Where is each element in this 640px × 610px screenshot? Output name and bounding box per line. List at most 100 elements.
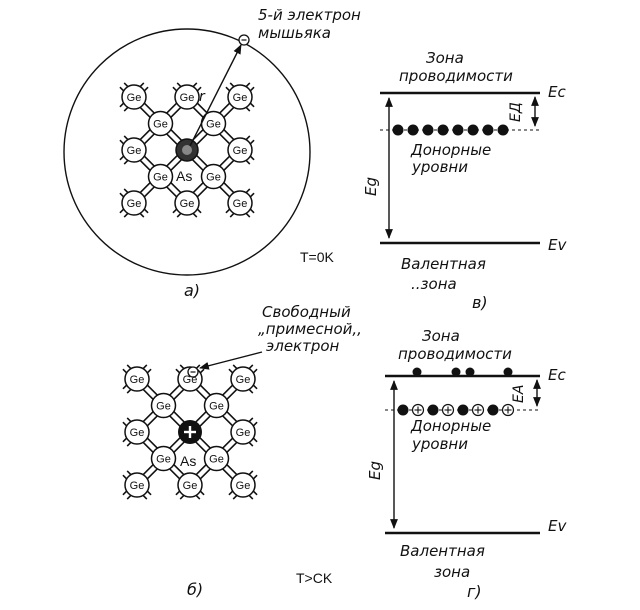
bound-electron: [422, 124, 434, 136]
germanium-atom: [150, 392, 177, 419]
germanium-label: Ge: [209, 454, 224, 466]
conduction-electrons-g: [412, 367, 513, 377]
free-electron-arrow: [199, 351, 263, 370]
conduction-label-g2: проводимости: [398, 345, 512, 363]
panel-v-bands: Зона проводимости EД Eg Ec Ev Донорные у…: [362, 49, 567, 312]
germanium-atom: [174, 84, 200, 110]
germanium-atom: [174, 190, 200, 216]
germanium-label: Ge: [156, 401, 171, 413]
germanium-label: Ge: [209, 401, 224, 413]
germanium-atom: [203, 392, 230, 419]
germanium-label: Ge: [236, 480, 251, 492]
donor-label-g2: уровни: [411, 435, 468, 453]
germanium-label: Ge: [127, 198, 142, 210]
free-label-line3: электрон: [266, 337, 340, 355]
ec-label-v: Ec: [548, 83, 566, 101]
ec-label-g: Ec: [548, 366, 566, 384]
electron-label-line1: 5-й электрон: [258, 6, 361, 24]
germanium-atom: [121, 137, 147, 163]
germanium-label: Ge: [180, 92, 195, 104]
caption-v: в): [472, 293, 488, 312]
conduction-electron: [503, 367, 513, 377]
germanium-label: Ge: [130, 427, 145, 439]
germanium-atom: [230, 419, 256, 445]
eg-label-g: Eg: [366, 461, 384, 480]
bound-electron: [407, 124, 419, 136]
valence-label-g2: зона: [434, 563, 470, 581]
germanium-atom: [230, 472, 256, 498]
germanium-label: Ge: [153, 172, 168, 184]
free-label-line1: Свободный: [262, 303, 351, 321]
germanium-label: Ge: [233, 198, 248, 210]
germanium-atom: [147, 163, 174, 190]
donor-label-v2: уровни: [411, 158, 468, 176]
germanium-label: Ge: [156, 454, 171, 466]
arsenic-core: [182, 145, 192, 155]
caption-a: а): [184, 281, 200, 300]
conduction-electron: [465, 367, 475, 377]
conduction-label-v2: проводимости: [399, 67, 513, 85]
germanium-label: Ge: [233, 145, 248, 157]
germanium-label: Ge: [233, 92, 248, 104]
germanium-atom: [200, 163, 227, 190]
germanium-label: Ge: [153, 119, 168, 131]
bound-electron: [397, 404, 409, 416]
germanium-atom: [230, 366, 256, 392]
radius-arrow: [189, 44, 242, 147]
bound-electron: [487, 404, 499, 416]
germanium-label: Ge: [127, 92, 142, 104]
germanium-label: Ge: [127, 145, 142, 157]
donor-label-g1: Донорные: [410, 417, 491, 435]
germanium-atom: [124, 366, 150, 392]
ev-label-v: Ev: [548, 236, 567, 254]
valence-label-v1: Валентная: [401, 255, 486, 273]
conduction-electron: [451, 367, 461, 377]
germanium-atom: [227, 137, 253, 163]
bound-electron: [437, 124, 449, 136]
donor-label-v1: Донорные: [410, 141, 491, 159]
bound-electron: [482, 124, 494, 136]
germanium-atom: [147, 110, 174, 137]
conduction-electron: [412, 367, 422, 377]
germanium-label: Ge: [130, 374, 145, 386]
temperature-b: T>CK: [296, 570, 333, 586]
germanium-atom: [121, 190, 147, 216]
ev-label-g: Ev: [548, 517, 567, 535]
temperature-a: T=0K: [300, 249, 335, 265]
germanium-label: Ge: [180, 198, 195, 210]
radius-label: r: [199, 89, 206, 105]
impurity-label-a: As: [176, 168, 192, 184]
germanium-atom: [227, 84, 253, 110]
electron-label-line2: мышьяка: [258, 24, 331, 42]
bound-electron: [452, 124, 464, 136]
germanium-label: Ge: [206, 119, 221, 131]
bound-electron: [392, 124, 404, 136]
donor-electrons-v: [392, 124, 509, 136]
valence-label-g1: Валентная: [400, 542, 485, 560]
eg-label-v: Eg: [362, 177, 380, 196]
ed-label-v: EД: [508, 102, 524, 122]
germanium-label: Ge: [236, 374, 251, 386]
donor-states-g: [397, 403, 515, 417]
germanium-label: Ge: [130, 480, 145, 492]
impurity-label-b: As: [180, 453, 196, 469]
germanium-atom: [203, 445, 230, 472]
ed-label-g: EA: [511, 385, 527, 403]
free-label-line2: „примесной,,: [258, 320, 362, 338]
germanium-label: Ge: [236, 427, 251, 439]
germanium-atom: [124, 472, 150, 498]
valence-label-v2: ..зона: [411, 275, 457, 293]
conduction-label-g1: Зона: [422, 327, 460, 345]
germanium-label: Ge: [183, 480, 198, 492]
germanium-atom: [227, 190, 253, 216]
caption-g: г): [467, 582, 482, 601]
bound-electron: [497, 124, 509, 136]
germanium-label: Ge: [206, 172, 221, 184]
panel-g-bands: Зона проводимости EA Eg Ec Ev Донорные у…: [366, 327, 567, 601]
germanium-atom: [177, 472, 203, 498]
germanium-atom: [150, 445, 177, 472]
